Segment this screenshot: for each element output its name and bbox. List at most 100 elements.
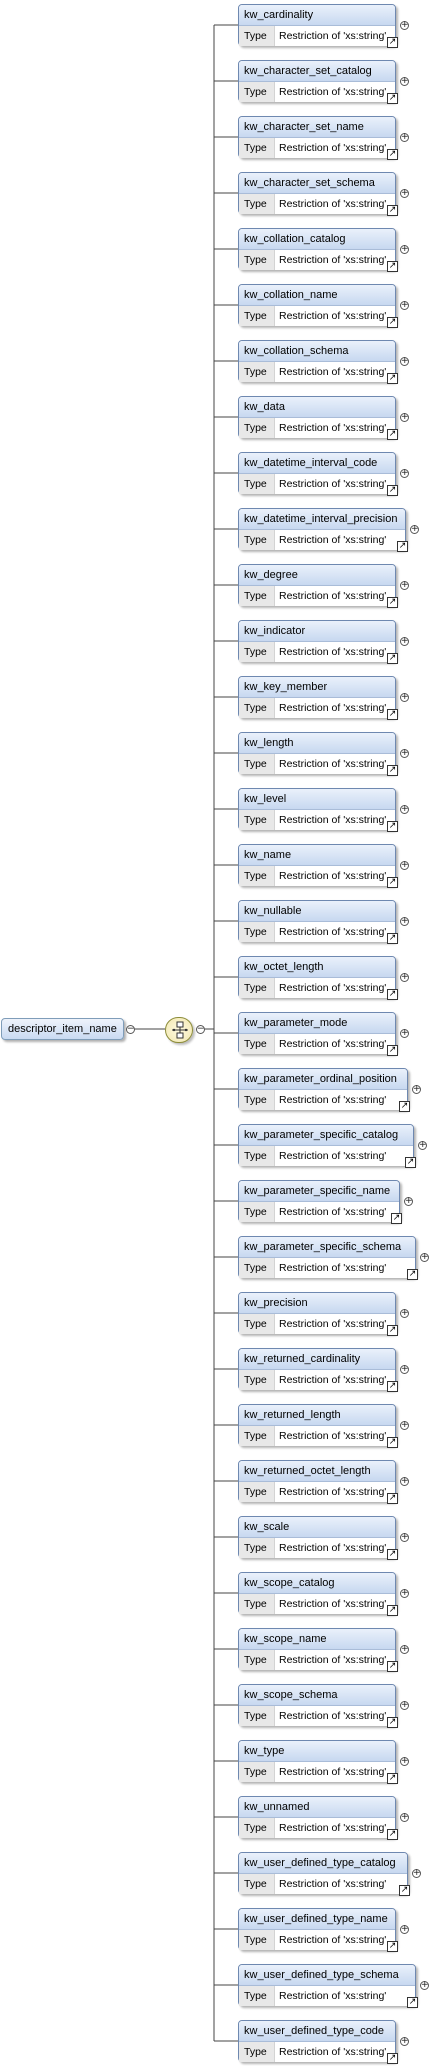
expand-button-kw-scale[interactable]: + — [400, 1532, 409, 1542]
sequence-compositor[interactable] — [165, 1017, 193, 1043]
expand-button-kw-user-defined-type-schema[interactable]: + — [420, 1980, 429, 1990]
type-reference-icon[interactable]: ↗ — [387, 429, 398, 440]
expand-button-kw-length[interactable]: + — [400, 748, 409, 758]
type-reference-icon[interactable]: ↗ — [387, 1493, 398, 1504]
type-reference-icon[interactable]: ↗ — [387, 93, 398, 104]
expand-button-kw-collation-name[interactable]: + — [400, 300, 409, 310]
type-reference-icon[interactable]: ↗ — [387, 1717, 398, 1728]
type-reference-icon[interactable]: ↗ — [387, 261, 398, 272]
type-reference-icon[interactable]: ↗ — [407, 1269, 418, 1280]
type-reference-icon[interactable]: ↗ — [387, 653, 398, 664]
expand-button-kw-returned-length[interactable]: + — [400, 1420, 409, 1430]
expand-button-kw-user-defined-type-catalog[interactable]: + — [412, 1868, 421, 1878]
type-reference-icon[interactable]: ↗ — [387, 37, 398, 48]
expand-button-kw-type[interactable]: + — [400, 1756, 409, 1766]
expand-button-kw-returned-octet-length[interactable]: + — [400, 1476, 409, 1486]
type-reference-icon[interactable]: ↗ — [387, 149, 398, 160]
type-reference-icon[interactable]: ↗ — [387, 1829, 398, 1840]
type-reference-icon[interactable]: ↗ — [407, 1997, 418, 2008]
root-element-descriptor-item-name[interactable]: descriptor_item_name — [1, 1018, 124, 1040]
expand-button-kw-indicator[interactable]: + — [400, 636, 409, 646]
type-reference-icon[interactable]: ↗ — [387, 1325, 398, 1336]
type-reference-icon[interactable]: ↗ — [387, 933, 398, 944]
type-reference-icon[interactable]: ↗ — [399, 1101, 410, 1112]
type-reference-icon[interactable]: ↗ — [387, 1605, 398, 1616]
type-reference-icon[interactable]: ↗ — [387, 205, 398, 216]
expand-button-kw-user-defined-type-code[interactable]: + — [400, 2036, 409, 2046]
expand-button-kw-scope-schema[interactable]: + — [400, 1700, 409, 1710]
type-reference-icon[interactable]: ↗ — [387, 317, 398, 328]
expand-button-kw-collation-schema[interactable]: + — [400, 356, 409, 366]
root-collapse-button[interactable]: − — [126, 1024, 135, 1034]
expand-button-kw-parameter-specific-name[interactable]: + — [404, 1196, 413, 1206]
expand-button-kw-datetime-interval-precision[interactable]: + — [410, 524, 419, 534]
type-reference-icon[interactable]: ↗ — [387, 1437, 398, 1448]
expand-button-kw-scope-catalog[interactable]: + — [400, 1588, 409, 1598]
type-reference-icon[interactable]: ↗ — [399, 1885, 410, 1896]
type-reference-icon[interactable]: ↗ — [387, 1661, 398, 1672]
type-reference-icon[interactable]: ↗ — [391, 1213, 402, 1224]
type-reference-icon[interactable]: ↗ — [387, 877, 398, 888]
expand-button-kw-cardinality[interactable]: + — [400, 20, 409, 30]
expand-button-kw-unnamed[interactable]: + — [400, 1812, 409, 1822]
expand-button-kw-datetime-interval-code[interactable]: + — [400, 468, 409, 478]
sequence-collapse-button[interactable]: − — [196, 1024, 205, 1034]
expand-button-kw-key-member[interactable]: + — [400, 692, 409, 702]
type-reference-icon[interactable]: ↗ — [387, 1549, 398, 1560]
type-reference-icon[interactable]: ↗ — [387, 989, 398, 1000]
type-reference-icon[interactable]: ↗ — [387, 373, 398, 384]
type-reference-icon[interactable]: ↗ — [387, 1381, 398, 1392]
expand-button-kw-parameter-specific-catalog[interactable]: + — [418, 1140, 427, 1150]
expand-button-kw-character-set-catalog[interactable]: + — [400, 76, 409, 86]
expand-button-kw-collation-catalog[interactable]: + — [400, 244, 409, 254]
expand-button-kw-precision[interactable]: + — [400, 1308, 409, 1318]
expand-button-kw-character-set-schema[interactable]: + — [400, 188, 409, 198]
expand-button-kw-octet-length[interactable]: + — [400, 972, 409, 982]
expand-button-kw-degree[interactable]: + — [400, 580, 409, 590]
type-reference-icon[interactable]: ↗ — [387, 485, 398, 496]
expand-button-kw-data[interactable]: + — [400, 412, 409, 422]
type-reference-icon[interactable]: ↗ — [387, 1941, 398, 1952]
expand-button-kw-user-defined-type-name[interactable]: + — [400, 1924, 409, 1934]
expand-button-kw-returned-cardinality[interactable]: + — [400, 1364, 409, 1374]
type-reference-icon[interactable]: ↗ — [387, 1773, 398, 1784]
type-reference-icon[interactable]: ↗ — [387, 765, 398, 776]
expand-button-kw-scope-name[interactable]: + — [400, 1644, 409, 1654]
type-reference-icon[interactable]: ↗ — [387, 597, 398, 608]
type-reference-icon[interactable]: ↗ — [387, 2053, 398, 2064]
type-reference-icon[interactable]: ↗ — [397, 541, 408, 552]
type-reference-icon[interactable]: ↗ — [405, 1157, 416, 1168]
